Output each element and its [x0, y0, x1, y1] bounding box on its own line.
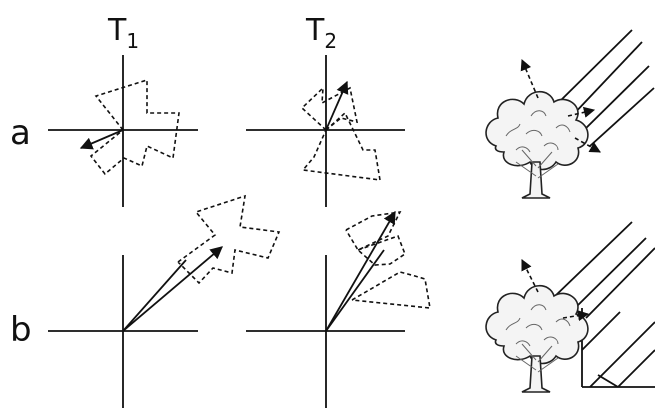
light-ray	[553, 222, 632, 298]
tree-icon	[486, 92, 588, 198]
light-ray	[590, 88, 654, 146]
arrow-icon	[326, 212, 395, 331]
dashed-arrow-shape	[178, 196, 279, 283]
illustration-a	[486, 30, 654, 198]
dashed-arrow-shape	[303, 113, 380, 180]
column-label-t2: T2	[305, 13, 337, 53]
arrow-line	[326, 250, 384, 331]
arrow-line	[123, 260, 186, 331]
dashed-arrow-shape	[91, 80, 179, 174]
panel-a-t1	[48, 55, 198, 207]
dashed-arrow-shape	[358, 236, 405, 265]
light-ray	[573, 238, 646, 310]
tree-icon	[486, 286, 588, 392]
column-label-t1: T1	[107, 13, 139, 53]
light-ray	[553, 30, 632, 108]
panel-b-t2	[246, 212, 430, 408]
arrow-icon	[326, 82, 347, 130]
panel-b-t1	[48, 196, 279, 408]
arrow-icon	[81, 130, 123, 148]
light-ray	[586, 248, 655, 318]
row-label-b: b	[10, 310, 32, 350]
illustration-b	[486, 222, 655, 392]
row-label-a: a	[10, 113, 31, 153]
panel-a-t2	[246, 55, 405, 207]
reflection-line	[598, 375, 618, 387]
arrow-icon	[123, 247, 222, 331]
light-ray	[618, 350, 655, 387]
